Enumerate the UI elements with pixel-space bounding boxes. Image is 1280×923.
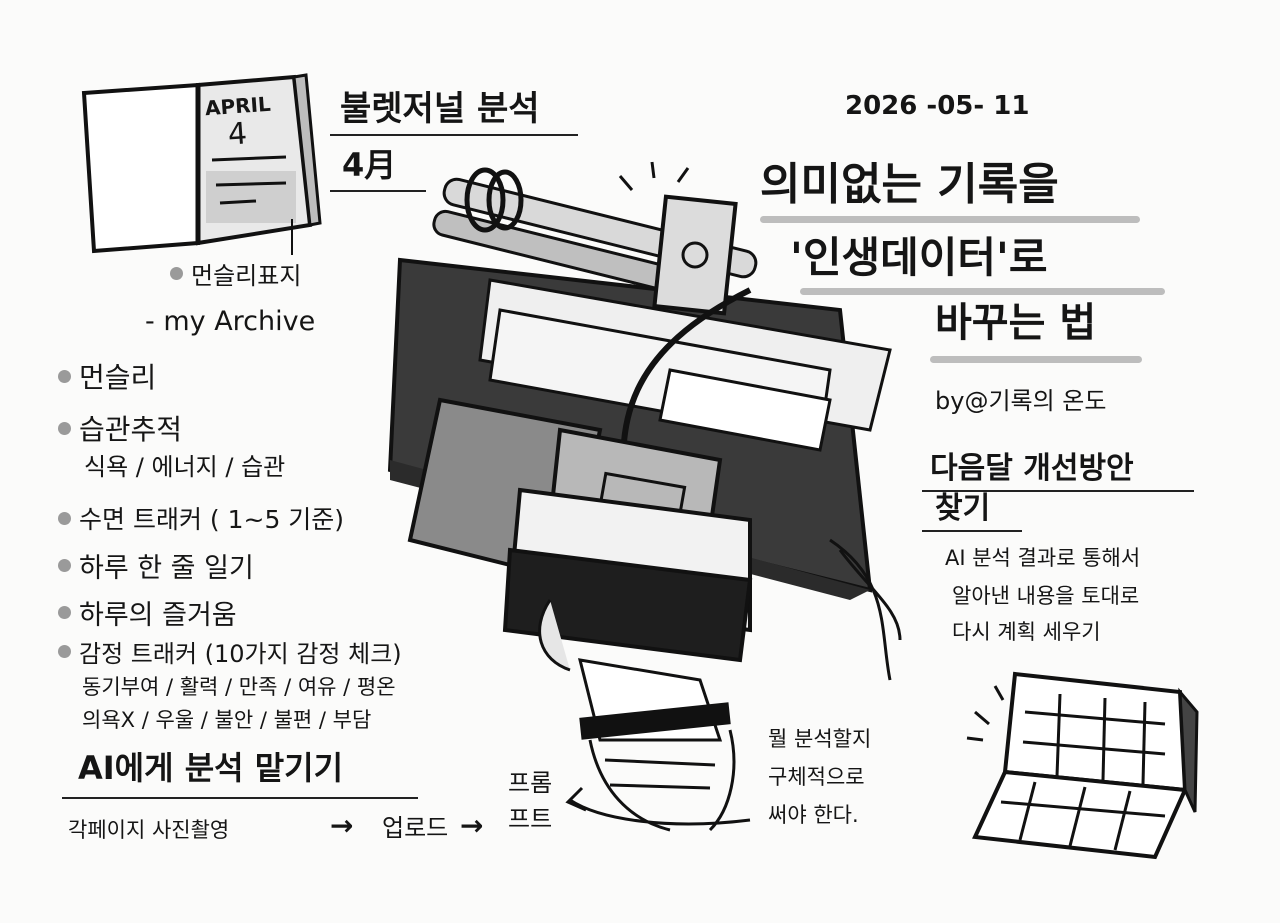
title-underline bbox=[330, 134, 578, 136]
list-item-label: 수면 트래커 ( 1~5 기준) bbox=[79, 505, 345, 534]
emotions-line1: 동기부여 / 활력 / 만족 / 여유 / 평온 bbox=[82, 675, 396, 699]
note-line2: 구체적으로 bbox=[768, 765, 865, 789]
headline-highlight bbox=[930, 356, 1142, 363]
bullet-dot bbox=[58, 511, 71, 525]
planner-icon bbox=[966, 671, 1199, 860]
habit-sub: 식욕 / 에너지 / 습관 bbox=[84, 453, 286, 481]
bullet-dot bbox=[170, 267, 183, 280]
notebook-icon bbox=[81, 73, 322, 255]
bullet-dot bbox=[58, 369, 71, 383]
improve-underline bbox=[922, 530, 1022, 532]
bullet-dot bbox=[58, 421, 71, 435]
cover-label-row: 먼슬리표지 bbox=[170, 256, 301, 291]
subtitle-underline bbox=[330, 190, 426, 192]
improve-body-line3: 다시 계획 세우기 bbox=[952, 620, 1101, 644]
improve-body-line2: 알아낸 내용을 토대로 bbox=[952, 584, 1140, 608]
headline-line2: '인생데이터'로 bbox=[790, 233, 1048, 282]
bullet-dot bbox=[58, 645, 71, 658]
improve-heading-line2: 찾기 bbox=[935, 491, 991, 526]
headline-highlight bbox=[760, 216, 1140, 223]
arrow-icon: → bbox=[460, 809, 484, 842]
list-item-label: 습관추적 bbox=[79, 413, 183, 446]
ai-step-photo: 각페이지 사진촬영 bbox=[68, 818, 230, 842]
improve-underline bbox=[922, 490, 1194, 492]
list-item-diary: 하루 한 줄 일기 bbox=[58, 546, 254, 585]
headline-highlight bbox=[800, 288, 1165, 295]
list-item-label: 먼슬리 bbox=[79, 361, 157, 394]
cover-label: 먼슬리표지 bbox=[191, 262, 302, 290]
list-item-label: 감정 트래커 (10가지 감정 체크) bbox=[79, 640, 402, 668]
headline-line3: 바꾸는 법 bbox=[935, 300, 1097, 346]
list-item-joy: 하루의 즐거움 bbox=[58, 593, 237, 632]
list-item-emotion: 감정 트래커 (10가지 감정 체크) bbox=[58, 634, 402, 669]
notebook-day: 4 bbox=[226, 116, 249, 153]
list-item-monthly: 먼슬리 bbox=[58, 356, 156, 396]
headline-line1: 의미없는 기록을 bbox=[760, 159, 1059, 210]
note-line1: 뭘 분석할지 bbox=[768, 727, 872, 751]
ai-step-upload: 업로드 bbox=[382, 814, 449, 842]
headline-author: by@기록의 온도 bbox=[935, 387, 1107, 415]
ai-step-prompt-line1: 프롬 bbox=[508, 769, 553, 797]
journal-bundle-illustration bbox=[387, 161, 902, 832]
list-item-label: 하루 한 줄 일기 bbox=[79, 553, 254, 584]
page-subtitle-month: 4月 bbox=[342, 146, 397, 184]
arrow-icon: → bbox=[330, 809, 354, 842]
ai-step-prompt-line2: 프트 bbox=[508, 805, 553, 833]
note-line3: 써야 한다. bbox=[768, 803, 859, 827]
ai-heading: AI에게 분석 맡기기 bbox=[78, 749, 344, 787]
list-item-label: 하루의 즐거움 bbox=[79, 600, 237, 631]
emotions-line2: 의욕X / 우울 / 불안 / 불편 / 부담 bbox=[82, 708, 372, 732]
page-title: 불렛저널 분석 bbox=[340, 89, 540, 129]
cover-sub: - my Archive bbox=[145, 306, 316, 337]
improve-body-line1: AI 분석 결과로 통해서 bbox=[945, 546, 1141, 570]
date-label: 2026 -05- 11 bbox=[845, 91, 1030, 121]
bullet-dot bbox=[58, 559, 71, 572]
bullet-dot bbox=[58, 606, 71, 619]
list-item-sleep: 수면 트래커 ( 1~5 기준) bbox=[58, 500, 344, 536]
ai-heading-underline bbox=[62, 797, 418, 799]
list-item-habit: 습관추적 bbox=[58, 408, 182, 448]
improve-heading-line1: 다음달 개선방안 bbox=[930, 451, 1134, 486]
